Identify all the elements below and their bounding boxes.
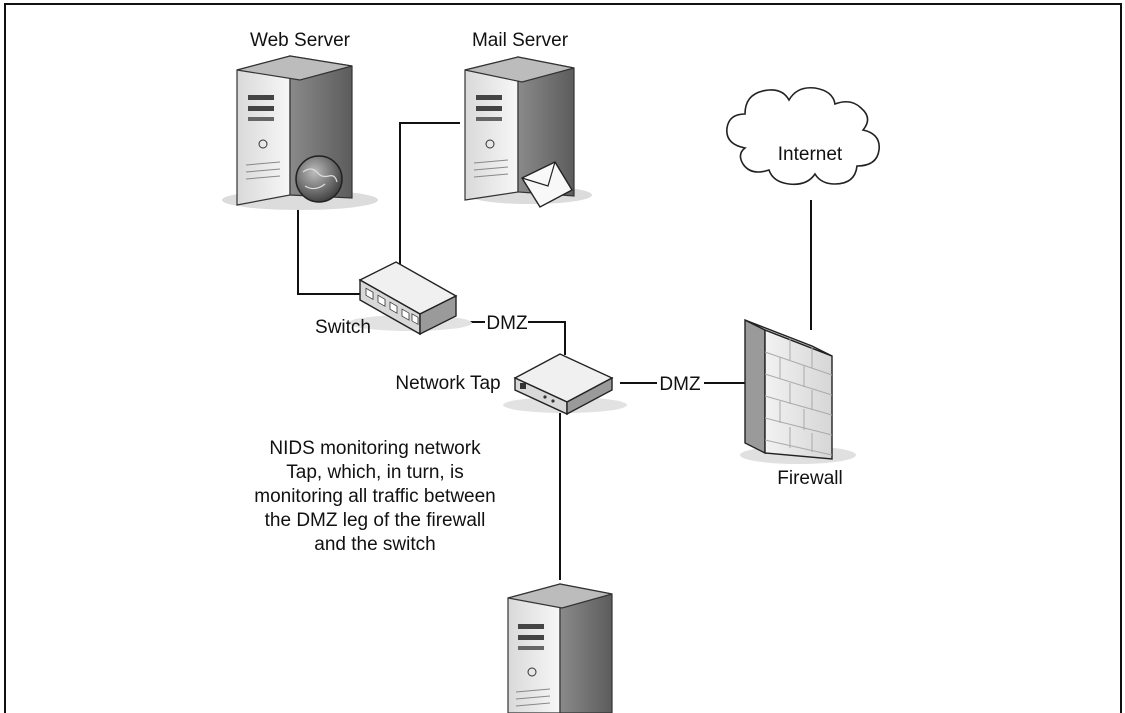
mail-server-to-switch-link: [399, 122, 460, 312]
network-tap-icon: [503, 353, 627, 416]
nids-note-line: the DMZ leg of the firewall: [265, 510, 486, 531]
diagram-frame: [4, 3, 1122, 713]
envelope-icon: [520, 161, 573, 208]
nids-server-icon: [507, 583, 613, 713]
web-server-to-switch-link: [297, 200, 372, 295]
web-server-icon: [222, 55, 378, 210]
dmz-label-to-tap-link: [528, 321, 566, 355]
network-tap-label: Network Tap: [395, 373, 500, 394]
nids-note-line: NIDS monitoring network: [269, 438, 481, 459]
mail-server-label: Mail Server: [472, 30, 569, 51]
firewall-brick-icon: [740, 318, 856, 464]
nids-note-line: Tap, which, in turn, is: [286, 462, 463, 483]
connections: [297, 122, 812, 580]
network-switch-icon: [348, 261, 472, 336]
switch-label: Switch: [315, 317, 371, 338]
firewall-label: Firewall: [777, 468, 842, 489]
dmz-firewall-link-label: DMZ: [659, 374, 701, 395]
internet-label: Internet: [778, 144, 843, 165]
mail-server-icon: [464, 56, 592, 208]
nids-note-line: and the switch: [314, 534, 435, 555]
dmz-switch-link-label: DMZ: [486, 313, 528, 334]
nids-note-line: monitoring all traffic between: [254, 486, 496, 507]
globe-icon: [295, 155, 343, 203]
web-server-label: Web Server: [250, 30, 351, 51]
nids-note: NIDS monitoring network Tap, which, in t…: [254, 438, 496, 555]
cloud-icon: [726, 86, 880, 186]
